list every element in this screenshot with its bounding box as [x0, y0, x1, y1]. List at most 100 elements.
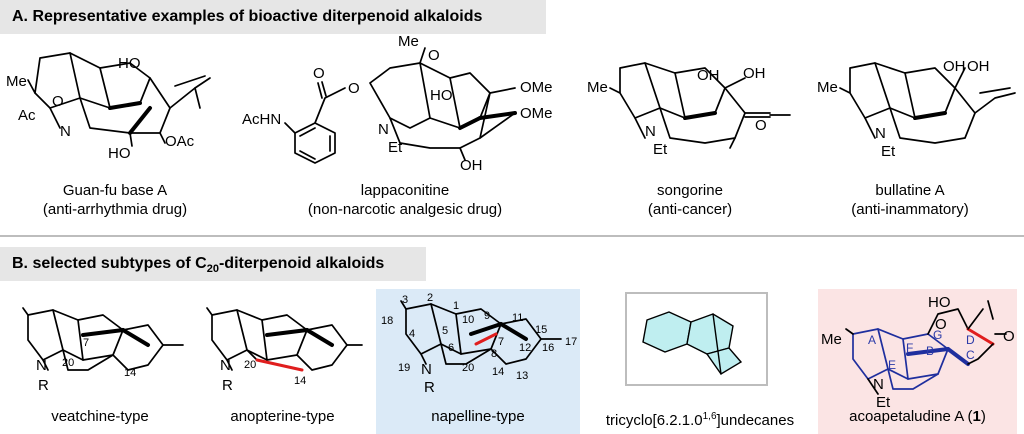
- napelline-num-14: 14: [492, 366, 504, 378]
- acoap-name-close: ): [980, 408, 986, 425]
- acoap-ring-b: B: [926, 344, 934, 358]
- lappa-me-label: Me: [398, 33, 419, 50]
- napelline-num-3: 3: [402, 294, 408, 306]
- acoap-ring-c: C: [966, 348, 975, 362]
- lappa-o-carbonyl-label: O: [313, 65, 325, 82]
- section-b-title-suffix: -diterpenoid alkaloids: [218, 255, 385, 272]
- napelline-r-label: R: [424, 379, 435, 396]
- napelline-num-2: 2: [427, 292, 433, 304]
- napelline-num-17: 17: [565, 336, 577, 348]
- bullatine-a-structure: Me OH OH N Et: [817, 58, 1016, 160]
- compound-activity-bullatine: (anti-inammatory): [851, 201, 969, 218]
- acoap-ring-f: F: [906, 341, 913, 355]
- songorine-oh2-label: OH: [743, 65, 766, 82]
- section-divider: [0, 235, 1024, 237]
- tricyclo-name-sup: 1,6: [702, 411, 717, 422]
- veatchine-structure: N R 7 20 14: [22, 307, 184, 394]
- guanfu-me-label: Me: [6, 73, 27, 90]
- napelline-num-7: 7: [498, 336, 504, 348]
- compound-label-guanfu: Guan-fu base A (anti-arrhythmia drug): [0, 181, 230, 219]
- subtype-label-acoapetaludine: acoapetaludine A (1): [818, 407, 1017, 426]
- songorine-et-label: Et: [653, 141, 668, 158]
- napelline-num-11: 11: [512, 312, 523, 324]
- compound-label-songorine: songorine (anti-cancer): [610, 181, 770, 219]
- section-b-header: B. selected subtypes of C20-diterpenoid …: [0, 247, 426, 281]
- napelline-num-13: 13: [516, 370, 528, 382]
- acoap-o1-label: O: [935, 316, 947, 333]
- songorine-n-label: N: [645, 123, 656, 140]
- acoap-me-label: Me: [821, 331, 842, 348]
- section-b-title-sub: 20: [206, 263, 219, 276]
- tricyclo-structure: [642, 311, 743, 375]
- napelline-num-18: 18: [381, 315, 393, 327]
- lappa-ome2-label: OMe: [520, 105, 553, 122]
- acoap-name: acoapetaludine A (: [849, 408, 973, 425]
- guanfu-base-a-structure: Me Ac O N HO HO OAc: [6, 52, 211, 162]
- napelline-num-1: 1: [453, 300, 459, 312]
- lappa-oh-label: OH: [460, 157, 483, 174]
- guanfu-o-label: O: [52, 93, 64, 110]
- napelline-num-8: 8: [491, 348, 497, 360]
- songorine-o-label: O: [755, 117, 767, 134]
- compound-name-lappaconitine: lappaconitine: [360, 182, 450, 199]
- songorine-structure: Me OH OH O N Et: [587, 62, 791, 158]
- acoap-o2-label: O: [1003, 328, 1015, 345]
- anopterine-num-14: 14: [294, 375, 306, 387]
- acoap-ring-a: A: [868, 333, 876, 347]
- compound-activity-guanfu: (anti-arrhythmia drug): [42, 201, 188, 218]
- anopterine-num-20: 20: [244, 359, 256, 371]
- acoap-ring-g: G: [933, 328, 942, 342]
- acoap-ring-e: E: [888, 358, 896, 372]
- napelline-num-16: 16: [542, 342, 554, 354]
- subtype-label-tricyclo: tricyclo[6.2.1.01,6]undecanes: [580, 407, 820, 430]
- guanfu-ac-label: Ac: [18, 107, 36, 124]
- bullatine-n-label: N: [875, 125, 886, 142]
- napelline-num-12: 12: [519, 342, 531, 354]
- section-a-title: A. Representative examples of bioactive …: [12, 8, 483, 25]
- veatchine-num-14: 14: [124, 367, 136, 379]
- acoapetaludine-panel: [818, 289, 1017, 434]
- acoap-number: 1: [972, 408, 981, 425]
- veatchine-n-label: N: [36, 357, 47, 374]
- guanfu-ho-bottom-label: HO: [108, 145, 131, 162]
- tricyclo-panel: [625, 292, 768, 386]
- veatchine-r-label: R: [38, 377, 49, 394]
- lappa-o-top-label: O: [428, 47, 440, 64]
- napelline-num-5: 5: [442, 325, 448, 337]
- napelline-num-19: 19: [398, 362, 410, 374]
- subtype-label-veatchine: veatchine-type: [51, 408, 149, 425]
- section-b-title-prefix: B. selected subtypes of C: [12, 255, 207, 272]
- subtype-label-anopterine: anopterine-type: [230, 408, 335, 425]
- lappa-achn-label: AcHN: [242, 111, 281, 128]
- bullatine-et-label: Et: [881, 143, 896, 160]
- napelline-num-20: 20: [462, 362, 474, 374]
- songorine-oh1-label: OH: [697, 67, 720, 84]
- compound-name-songorine: songorine: [657, 182, 723, 199]
- lappa-n-label: N: [378, 121, 389, 138]
- napelline-panel: [376, 289, 580, 434]
- bullatine-oh2-label: OH: [967, 58, 990, 75]
- bullatine-oh1-label: OH: [943, 58, 966, 75]
- acoapetaludine-structure: HO O O Me N Et A G D F B C E: [821, 294, 1015, 411]
- guanfu-oac-label: OAc: [165, 133, 195, 150]
- section-a-header: A. Representative examples of bioactive …: [0, 0, 546, 34]
- napelline-num-6: 6: [448, 342, 454, 354]
- acoap-ring-d: D: [966, 333, 975, 347]
- acoap-et-label: Et: [876, 394, 891, 411]
- guanfu-ho-top-label: HO: [118, 55, 141, 72]
- acoap-ho-label: HO: [928, 294, 951, 311]
- songorine-me-label: Me: [587, 79, 608, 96]
- napelline-num-4: 4: [409, 328, 415, 340]
- lappa-ho-label: HO: [430, 87, 453, 104]
- subtype-label-napelline: napelline-type: [431, 408, 525, 425]
- compound-activity-songorine: (anti-cancer): [647, 201, 733, 218]
- compound-activity-lappaconitine: (non-narcotic analgesic drug): [307, 201, 503, 218]
- compound-label-bullatine: bullatine A (anti-inammatory): [820, 181, 1000, 219]
- anopterine-n-label: N: [220, 357, 231, 374]
- lappa-o-ester-label: O: [348, 80, 360, 97]
- guanfu-n-label: N: [60, 123, 71, 140]
- anopterine-r-label: R: [222, 377, 233, 394]
- compound-name-bullatine: bullatine A: [875, 182, 945, 199]
- napelline-structure: N R 3 2 1 18 4 10 9 11 15 5 6 8 7 12 16 …: [381, 292, 577, 396]
- veatchine-num-7: 7: [83, 337, 89, 349]
